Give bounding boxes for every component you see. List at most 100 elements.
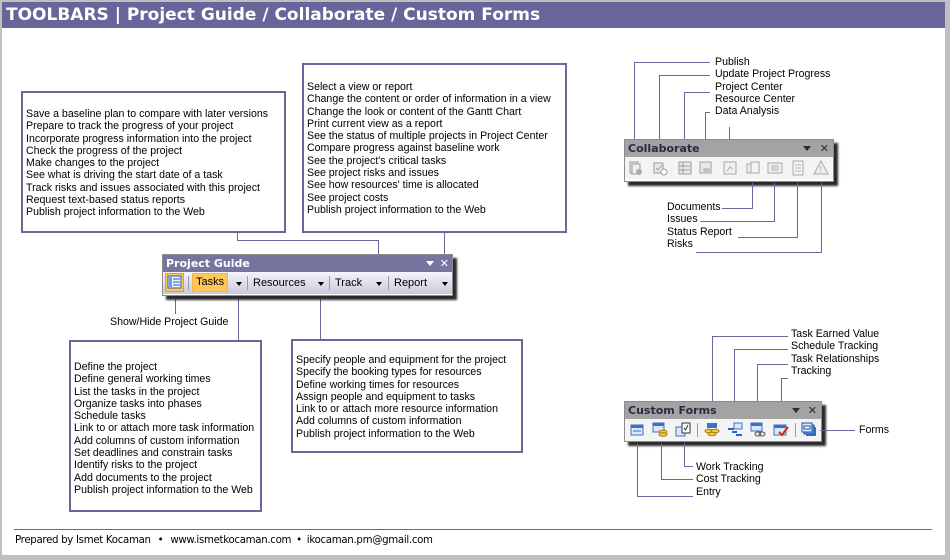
issues-icon[interactable] [767,160,783,176]
tasks-button-label: Tasks [196,276,225,288]
update-project-progress-label: Update Project Progress [715,68,831,80]
tasks-item: Define general working times [74,373,211,386]
project-center-icon[interactable] [677,160,693,176]
separator [329,276,330,290]
connector-schedule-tracking [734,349,788,350]
svg-text:!: ! [820,165,822,174]
resources-dropdown-icon[interactable] [318,282,324,286]
resources-item: Link to or attach more resource informat… [296,403,498,416]
update-progress-icon[interactable] [652,160,668,176]
tasks-item: Add columns of custom information [74,434,240,447]
resources-item: Assign people and equipment to tasks [296,390,476,403]
collaborate-toolbar-title[interactable]: Collaborate ✕ [625,140,833,157]
toolbar-options-chevron-down-icon[interactable] [803,146,811,151]
schedule-tracking-label: Schedule Tracking [791,340,879,352]
resources-button[interactable]: Resources [253,274,306,293]
connector-issues [700,221,775,222]
track-item: Prepare to track the progress of your pr… [26,120,234,133]
publish-icon[interactable] [627,160,643,176]
track-button[interactable]: Track [335,274,362,293]
connector-risks [821,183,822,253]
report-item: Print current view as a report [307,117,443,130]
close-icon[interactable]: ✕ [819,142,829,155]
connector-resource-center [705,112,706,159]
resources-item: Publish project information to the Web [296,427,475,440]
footer-website-link[interactable]: www.ismetkocaman.com [170,535,292,546]
task-relationships-icon[interactable] [750,422,766,438]
toolbar-options-chevron-down-icon[interactable] [426,261,434,266]
tracking-label: Tracking [791,365,832,377]
report-button[interactable]: Report [394,274,427,293]
data-analysis-icon[interactable] [722,160,738,176]
risks-icon[interactable]: ! [813,160,829,176]
project-guide-toolbar-title[interactable]: Project Guide ✕ [163,255,452,272]
forms-icon[interactable] [801,422,817,438]
footer-author: Prepared by Ismet Kocaman [15,535,151,546]
connector-tracking [781,378,782,422]
status-report-icon[interactable] [790,160,806,176]
separator [697,423,698,437]
tasks-item: Schedule tasks [74,410,146,423]
connector-risks [696,252,822,253]
connector-work-tracking [684,466,693,467]
connector-entry [637,496,693,497]
close-icon[interactable]: ✕ [439,257,449,270]
track-item: See what is driving the start date of a … [26,169,223,182]
connector-task-relationships [757,364,788,365]
footer-email-link[interactable]: ikocaman.pm@gmail.com [306,535,433,546]
connector-task-relationships [757,364,758,422]
report-button-label: Report [394,277,428,289]
report-dropdown-icon[interactable] [442,282,448,286]
resources-item: Define working times for resources [296,378,460,391]
task-earned-value-icon[interactable] [704,422,720,438]
collaborate-toolbar: Collaborate ✕ ! [624,139,834,182]
tasks-item: Organize tasks into phases [74,397,202,410]
custom-forms-toolbar: Custom Forms ✕ [624,401,822,442]
report-item: See the project's critical tasks [307,154,447,167]
schedule-tracking-icon[interactable] [727,422,743,438]
connector-task-earned-value [712,336,788,337]
resources-item: Add columns of custom information [296,415,462,428]
risks-label: Risks [667,238,693,250]
tasks-dropdown-icon[interactable] [236,282,242,286]
report-description-box: Select a view or report Change the conte… [302,63,567,233]
connector-issues [774,183,775,222]
collaborate-button-row: ! [625,157,833,179]
connector-schedule-tracking [734,349,735,422]
work-tracking-icon[interactable] [675,422,691,438]
cost-tracking-icon[interactable] [652,422,668,438]
separator [188,276,189,290]
tasks-button[interactable]: Tasks [192,273,228,292]
connector-cost-tracking [661,479,693,480]
documents-icon[interactable] [745,160,761,176]
tasks-item: Identify risks to the project [74,459,198,472]
custom-forms-toolbar-title[interactable]: Custom Forms ✕ [625,402,821,419]
track-dropdown-icon[interactable] [376,282,382,286]
toolbar-options-chevron-down-icon[interactable] [792,408,800,413]
connector-cost-tracking [661,443,662,480]
track-item: Publish project information to the Web [26,206,205,219]
entry-icon[interactable] [629,422,645,438]
tasks-item: Set deadlines and constrain tasks [74,447,233,460]
report-item: Change the content or order of informati… [307,93,551,106]
connector-update-progress [659,75,710,76]
tasks-item: Publish project information to the Web [74,483,253,496]
close-icon[interactable]: ✕ [807,404,817,417]
project-guide-toolbar: Project Guide ✕ Tasks Resources Track [162,254,453,296]
footer: Prepared by Ismet Kocaman • www.ismetkoc… [15,535,433,546]
report-item: Select a view or report [307,81,413,93]
resource-center-label: Resource Center [715,93,796,105]
resource-center-icon[interactable] [698,160,714,176]
track-item: Incorporate progress information into th… [26,132,252,145]
report-item: Change the look or content of the Gantt … [307,105,522,118]
tracking-icon[interactable] [773,422,789,438]
track-item: Make changes to the project [26,157,160,170]
connector-project-center [684,92,710,93]
project-center-label: Project Center [715,81,783,93]
show-hide-project-guide-button[interactable] [165,273,184,292]
resources-item: Specify the booking types for resources [296,366,482,379]
separator [795,423,796,437]
collaborate-title-text: Collaborate [628,142,700,155]
report-item: See how resources' time is allocated [307,179,479,192]
task-earned-value-label: Task Earned Value [791,328,880,340]
